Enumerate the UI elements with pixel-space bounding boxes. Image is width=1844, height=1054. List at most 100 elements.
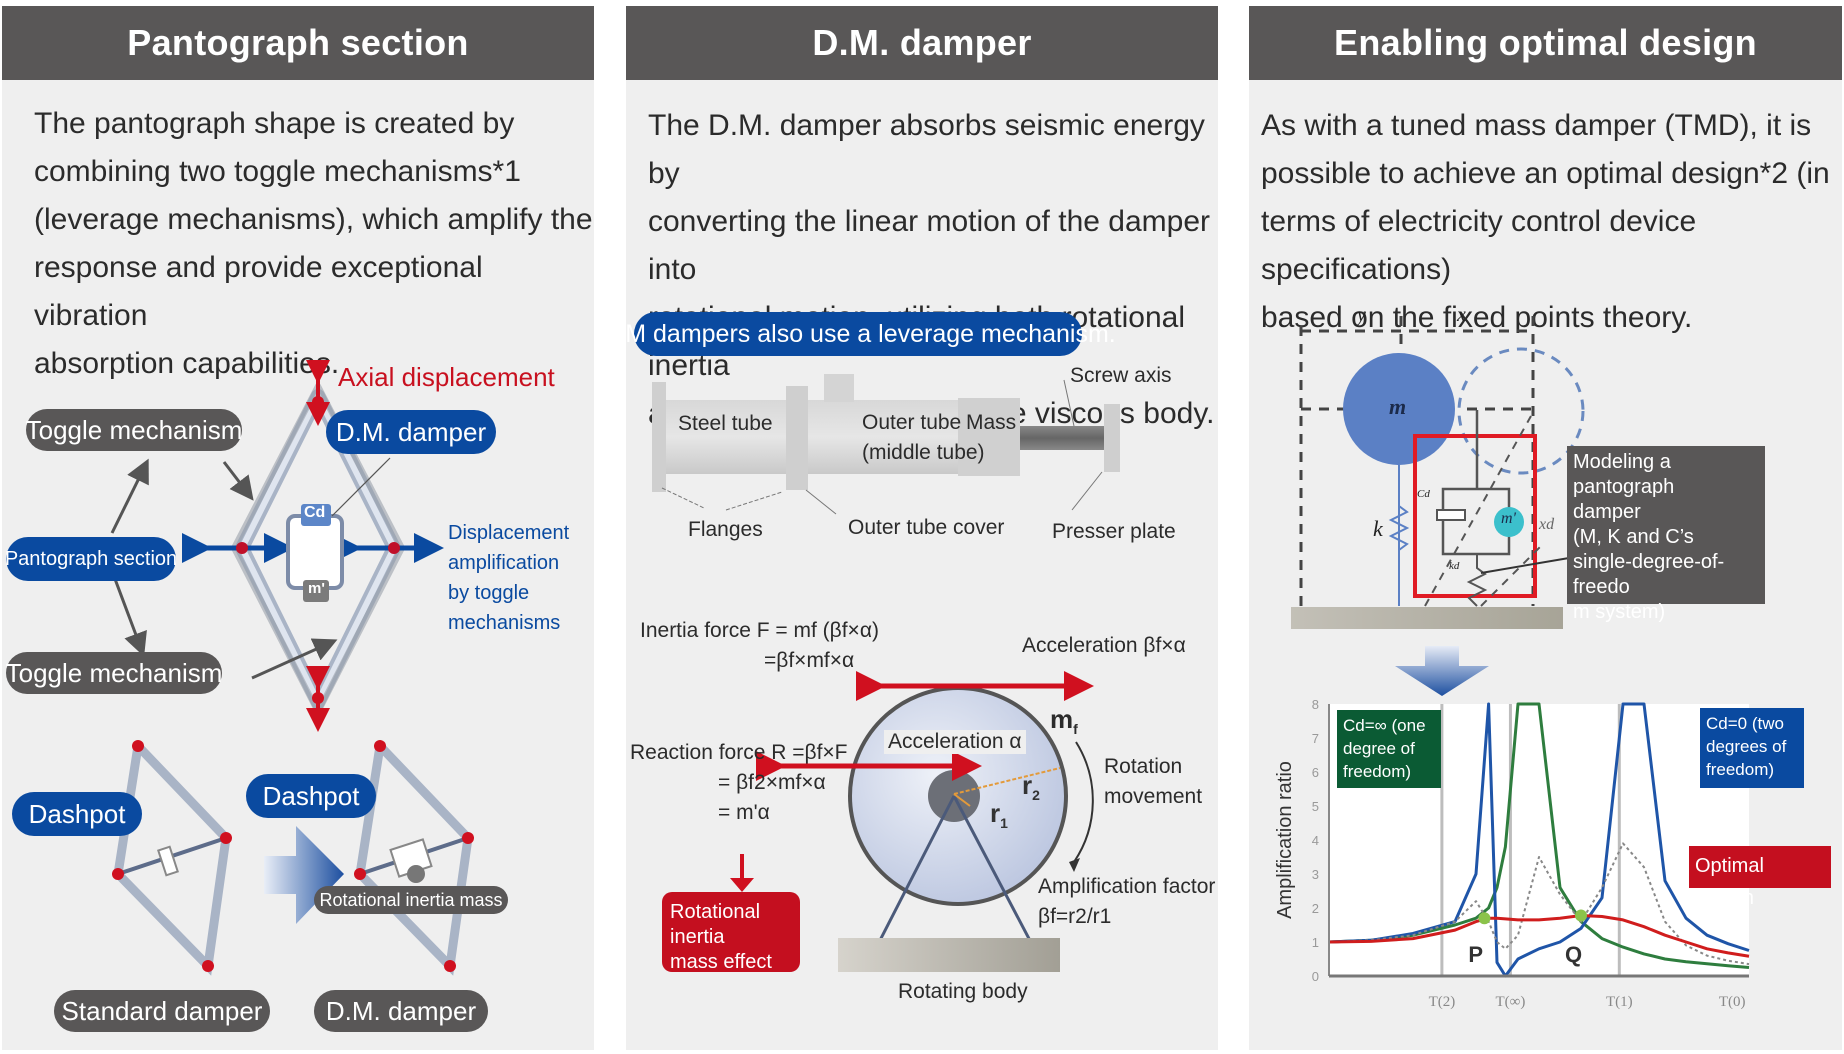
transition-arrow [264,826,344,924]
y-tick-label: 2 [1312,901,1319,916]
label-line: Rotational inertia [670,901,761,948]
label-line: movement [1104,785,1203,808]
x-tick-label: T(2) [1429,994,1456,1010]
label-line: (middle tube) [862,441,985,464]
label-line: = m'α [718,801,770,824]
annotation-text: Cd=0 (two degrees of freedom) [1706,714,1787,779]
r2-label: r2 [1022,770,1040,803]
r1-symbol: r [990,798,1001,828]
rotational-inertia-mass-label: Rotational inertia mass [314,886,508,914]
intro-line: As with a tuned mass damper (TMD), it is [1261,109,1812,142]
intro-line: possible to achieve an optimal design*2 … [1261,157,1830,190]
fixed-point-p [1478,912,1491,925]
fixed-point-label: Q [1565,942,1582,967]
toggle-mechanism-bottom-label: Toggle mechanism [6,652,222,694]
fixed-point-q [1575,909,1587,922]
intro-line: based on the fixed points theory. [1261,301,1693,334]
leverage-banner: D.M dampers also use a leverage mechanis… [600,312,1116,356]
m-prime-tag-label: m' [308,580,325,597]
intro-line: combining two toggle mechanisms*1 [34,155,521,188]
intro-line: The pantograph shape is created by [34,107,515,140]
damper-tube-figure [652,374,1120,515]
label-line: Reaction force R =βf×F [630,741,848,764]
rotating-body-label: Rotating body [898,980,1028,1003]
y-tick-label: 6 [1312,765,1319,780]
mf-label: mf [1050,704,1078,737]
displaced-mass-circle [1457,347,1585,475]
mass-m-prime-circle [1494,507,1524,537]
label-line: Outer tube [862,411,962,434]
label-line: = βf2×mf×α [718,771,826,794]
y-tick-label: 7 [1312,731,1319,746]
intro-line: terms of electricity control device spec… [1261,205,1697,286]
mass-label: Mass [966,411,1017,434]
y-tick-label: 0 [1312,969,1319,984]
panel-title: Enabling optimal design [1249,6,1842,80]
mf-subscript: f [1073,721,1078,738]
r2-subscript: 2 [1032,787,1040,804]
label-line: mechanisms [448,612,561,634]
note-line: Modeling a pantograph [1573,451,1675,498]
y-tick-label: 4 [1312,833,1319,848]
annotation-optimal-design: Optimal design [1689,846,1831,909]
reaction-force-label: Reaction force R =βf×F = βf2×mf×α = m'α [630,738,848,828]
r2-symbol: r [1022,770,1033,800]
label-line: Amplification factor [1038,875,1216,898]
label-line: =βf×mf×α [764,649,855,672]
y-tick-label: 1 [1312,935,1319,950]
cd-label: Cd [1417,488,1430,500]
dashpot-left-label: Dashpot [12,792,142,836]
m-prime-tag [303,580,329,602]
note-line: m system) [1573,601,1666,623]
y-label: y [1357,304,1366,326]
dm-damper-bottom-label: D.M. damper [314,990,488,1032]
fixed-point-label: P [1468,942,1483,967]
label-line: Inertia force F = mf (βf×α) [640,619,879,642]
y-tick-label: 3 [1312,867,1319,882]
standard-damper-figure [112,740,232,976]
annotation-cd-infinity: Cd=∞ (one degree of freedom) [1337,710,1441,788]
down-arrow [1395,646,1489,696]
dm-damper-figure [354,740,474,976]
panel-dm-damper: D.M. damper The D.M. damper absorbs seis… [600,6,1218,1050]
intro-text: The pantograph shape is created by combi… [34,100,594,388]
annotation-cd-zero: Cd=0 (two degrees of freedom) [1700,708,1804,788]
inertia-force-label: Inertia force F = mf (βf×α) =βf×mf×α [640,616,879,676]
annotation-text: Optimal design [1695,855,1764,909]
axial-displacement-label: Axial displacement [338,362,555,392]
panel-optimal-design: Enabling optimal design As with a tuned … [1249,6,1842,1050]
panel-title: D.M. damper [626,6,1218,80]
label-line: mass effect [670,951,772,973]
intro-text: As with a tuned mass damper (TMD), it is… [1261,102,1842,342]
intro-line: converting the linear motion of the damp… [648,205,1210,286]
y-tick-label: 8 [1312,697,1319,712]
label-line: Rotation [1104,755,1183,778]
intro-line: absorption capabilities. [34,347,340,380]
series-line-optimal-design [1328,913,1750,958]
dashpot-right-label: Dashpot [246,774,376,818]
acceleration-bf-label: Acceleration βf×α [1022,634,1186,657]
screw-axis-label: Screw axis [1070,364,1172,387]
series-line-cd-one-degree-of-freedom- [1328,702,1750,969]
down-arrow [730,878,754,892]
pantograph-section-label: Pantograph section [5,537,177,581]
spring-k [1388,505,1410,551]
r1-subscript: 1 [1000,815,1008,832]
rotation-arc [1073,741,1094,863]
pantograph-diagram [110,360,474,976]
cd-tag-label: Cd [304,504,326,521]
series-line-cd-0-two-degrees-of-freedom- [1328,702,1750,978]
standard-damper-label: Standard damper [54,990,270,1032]
ground [1291,607,1563,629]
steel-tube-label: Steel tube [678,412,773,435]
amplification-factor-label: Amplification factor βf=r2/r1 [1038,872,1215,932]
cd-tag [301,504,331,526]
kd-label: kd [1449,560,1460,572]
annotation-text: Cd=∞ (one degree of freedom) [1343,716,1426,781]
r1-label: r1 [990,798,1008,831]
m-label: m [1389,394,1407,419]
x-tick-label: T(∞) [1496,994,1526,1010]
rotation-movement-label: Rotation movement [1104,752,1202,812]
y-axis-label: Amplification ratio [1274,761,1296,919]
panel-pantograph-section: Pantograph section The pantograph shape … [2,6,594,1050]
